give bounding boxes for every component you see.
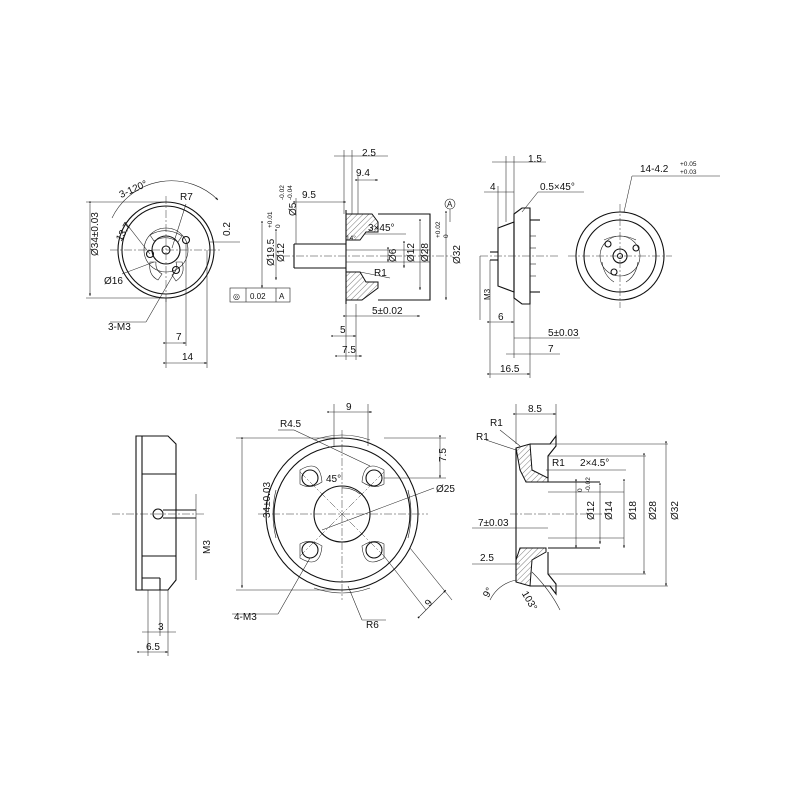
label-conc-datum: A [279, 292, 285, 301]
label-chamfer-3x45: 3×45° [368, 223, 395, 234]
label-5: 5 [340, 325, 346, 336]
label-dia-12-tol-bot: -0.02 [585, 477, 592, 492]
label-r6: R6 [366, 620, 379, 631]
label-dia-12-tol-top: 0 [577, 488, 584, 492]
label-dia-32: Ø32 [670, 501, 681, 520]
label-dia-12: Ø12 [276, 243, 287, 262]
label-0-2: 0.2 [222, 222, 233, 236]
label-dia-34: Ø34±0.03 [90, 212, 101, 256]
label-dia-16: Ø16 [104, 276, 123, 287]
label-dia-12-tol-top: +0.01 [267, 211, 274, 228]
label-dia-12: Ø12 [586, 501, 597, 520]
label-dia-6: Ø6 [388, 248, 399, 262]
hole [604, 240, 612, 248]
label-dia-5-tol-top: -0.02 [279, 185, 286, 200]
label-5-tol: 5±0.02 [372, 306, 403, 317]
label-angle: 3-120° [118, 179, 149, 201]
label-m3: M3 [202, 540, 213, 554]
hole-m3 [181, 235, 191, 245]
hole [632, 244, 640, 252]
view-front-end: 3-120° R7 13.7 0.2 Ø34±0.03 Ø16 3-M3 7 1… [86, 179, 240, 368]
label-r4-5: R4.5 [280, 419, 302, 430]
label-dia-19-5: Ø19.5 [266, 238, 277, 266]
label-dia-28: Ø28 [648, 501, 659, 520]
view-section-center: 2.5 9.4 9.5 Ø5 -0.02 -0.04 3×45° 14° A Ø… [229, 148, 463, 360]
label-1-5: 1.5 [528, 154, 542, 165]
label-9: 9 [346, 402, 352, 413]
label-7-5: 7.5 [342, 345, 356, 356]
label-tol-bot: +0.03 [680, 169, 697, 176]
label-datum-a: A [447, 200, 453, 209]
view-mount-face: 9 R4.5 7.5 45° Ø25 34±0.03 4-M3 R6 9 [232, 402, 455, 631]
label-dia-12-tol-bot: 0 [275, 224, 282, 228]
label-dia-34: 34±0.03 [262, 481, 273, 518]
hole-m3 [301, 541, 319, 559]
label-16-5: 16.5 [500, 364, 520, 375]
label-7-5: 7.5 [438, 448, 449, 462]
label-dia-25: Ø25 [436, 484, 455, 495]
label-callout-14-4-2: 14-4.2 [640, 164, 669, 175]
hole [610, 268, 618, 276]
label-r7: R7 [180, 192, 193, 203]
label-2-5: 2.5 [362, 148, 376, 159]
label-7-tol: 7±0.03 [478, 518, 509, 529]
label-conc-value: 0.02 [250, 292, 266, 301]
label-chamfer-2x4-5: 2×4.5° [580, 458, 609, 469]
label-dia-5-tol-bot: -0.04 [287, 185, 294, 200]
label-9-4: 9.4 [356, 168, 370, 179]
label-dia-5: Ø5 [288, 202, 299, 216]
label-7: 7 [548, 344, 554, 355]
view-section-mount: 8.5 R1 R1 R1 2×4.5° Ø12 0 -0.02 Ø14 Ø18 … [472, 404, 681, 613]
view-side-hub: 1.5 4 0.5×45° M3 6 5±0.03 7 16.5 [479, 154, 584, 378]
label-6: 6 [498, 312, 504, 323]
hole-m3 [171, 265, 181, 275]
label-6-5: 6.5 [146, 642, 160, 653]
label-r1-inner: R1 [552, 458, 565, 469]
label-3-m3: 3-M3 [108, 322, 131, 333]
label-dia-32-tol-top: +0.02 [435, 221, 442, 238]
label-3: 3 [158, 622, 164, 633]
label-r1: R1 [374, 268, 387, 279]
label-dia-18: Ø18 [628, 501, 639, 520]
label-14: 14 [182, 352, 194, 363]
label-chamfer-0-5: 0.5×45° [540, 182, 575, 193]
label-dia-12-inner: Ø12 [406, 243, 417, 262]
label-angle-45: 45° [326, 474, 341, 485]
label-4-m3: 4-M3 [234, 612, 257, 623]
label-tol-top: +0.05 [680, 161, 697, 168]
concentricity-icon: ◎ [233, 292, 240, 301]
label-r1-a: R1 [490, 418, 503, 429]
label-dia-14: Ø14 [604, 501, 615, 520]
hole-m3 [301, 469, 319, 487]
hole-m3 [145, 249, 155, 259]
label-9-5: 9.5 [302, 190, 316, 201]
label-angle-14: 14° [346, 234, 356, 242]
label-r1-b: R1 [476, 432, 489, 443]
label-dia-32: Ø32 [452, 245, 463, 264]
label-angle-9: 9° [481, 586, 495, 600]
hole-m3 [365, 469, 383, 487]
label-2-5: 2.5 [480, 553, 494, 564]
label-angle-103: 103° [519, 589, 539, 612]
view-side-mount: M3 3 6.5 [112, 435, 213, 656]
label-8-5: 8.5 [528, 404, 542, 415]
label-7: 7 [176, 332, 182, 343]
hole-m3 [365, 541, 383, 559]
label-dia-32-tol-bot: 0 [443, 234, 450, 238]
label-m3: M3 [483, 288, 492, 300]
label-dia-28: Ø28 [420, 243, 431, 262]
label-9-diag: 9 [423, 597, 435, 609]
label-4: 4 [490, 182, 496, 193]
view-rear-end: 14-4.2 +0.05 +0.03 [568, 161, 720, 308]
label-5-tol: 5±0.03 [548, 328, 579, 339]
